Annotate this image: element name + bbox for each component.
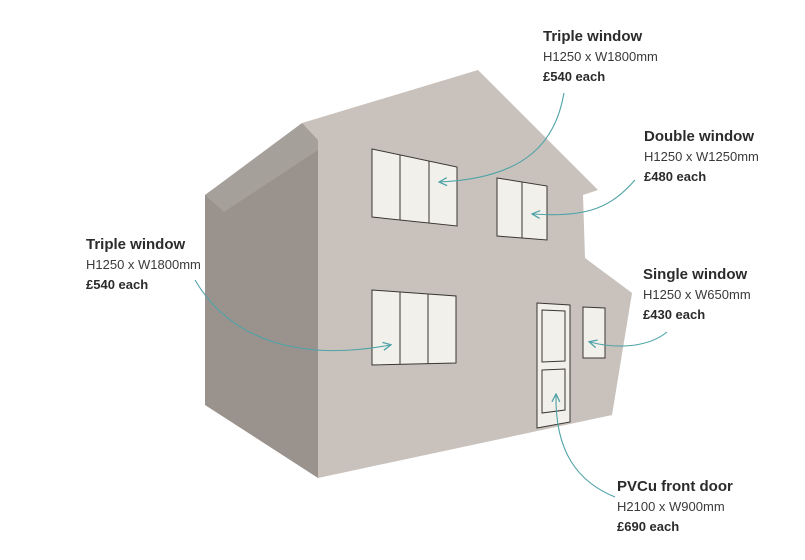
label-title: Single window: [643, 266, 748, 283]
label-price: £540 each: [543, 69, 606, 84]
label-title: Triple window: [86, 236, 186, 253]
upper-double-window: [496, 177, 548, 241]
label-dimensions: H1250 x W650mm: [643, 287, 751, 302]
callout-single: [590, 331, 668, 346]
upper-triple-window: [371, 148, 458, 227]
label-price: £540 each: [86, 277, 149, 292]
label-double-window: Double window H1250 x W1250mm £480 each: [644, 127, 759, 187]
label-price: £690 each: [617, 519, 680, 534]
lower-triple-window: [371, 289, 457, 366]
label-front-door: PVCu front door H2100 x W900mm £690 each: [617, 477, 733, 537]
callout-double: [533, 179, 636, 215]
label-title: Double window: [644, 128, 754, 145]
label-price: £430 each: [643, 307, 706, 322]
side-roof: [205, 123, 318, 212]
label-dimensions: H2100 x W900mm: [617, 499, 725, 514]
side-wall: [205, 128, 318, 478]
label-price: £480 each: [644, 169, 707, 184]
label-triple-window-upper: Triple window H1250 x W1800mm £540 each: [543, 27, 658, 87]
front-wall-lower: [585, 258, 632, 420]
front-door: [536, 302, 571, 429]
callout-door: [556, 395, 616, 498]
label-title: PVCu front door: [617, 478, 733, 495]
callout-triple-upper: [440, 92, 565, 182]
label-dimensions: H1250 x W1800mm: [543, 49, 658, 64]
label-dimensions: H1250 x W1800mm: [86, 257, 201, 272]
label-dimensions: H1250 x W1250mm: [644, 149, 759, 164]
label-title: Triple window: [543, 28, 643, 45]
label-triple-window-lower: Triple window H1250 x W1800mm £540 each: [86, 235, 201, 295]
single-window: [582, 306, 606, 359]
label-single-window: Single window H1250 x W650mm £430 each: [643, 265, 751, 325]
callout-triple-lower: [194, 279, 390, 352]
